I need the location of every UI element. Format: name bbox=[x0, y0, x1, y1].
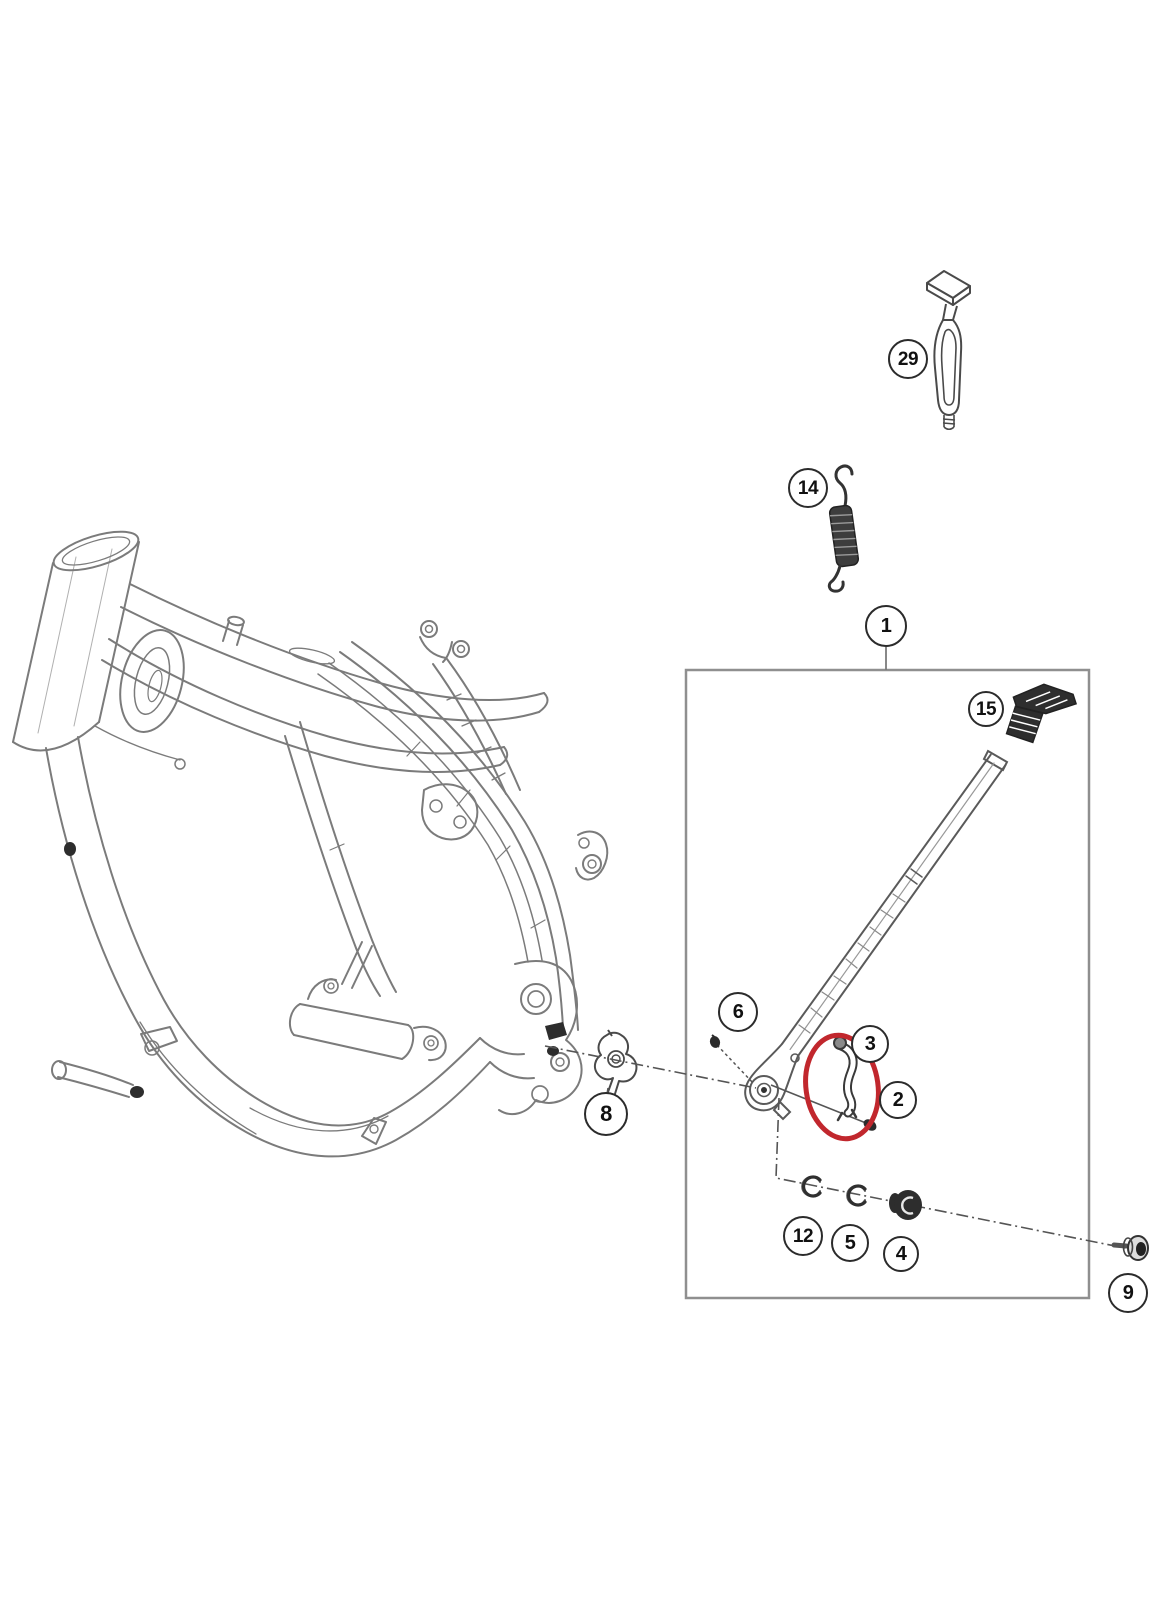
stand-bolt-6 bbox=[709, 1034, 721, 1048]
side-stand-leg bbox=[744, 749, 1009, 1121]
callout-5: 5 bbox=[831, 1224, 869, 1262]
nut-4 bbox=[889, 1190, 922, 1220]
pivot-plates bbox=[479, 960, 583, 1116]
callout-4: 4 bbox=[883, 1236, 919, 1272]
gusset-plate bbox=[119, 629, 185, 733]
highlight-ellipse bbox=[803, 1032, 881, 1142]
spring-hook-part bbox=[833, 1036, 858, 1122]
stand-foot-enlarger bbox=[1005, 683, 1078, 744]
bolt-9 bbox=[1111, 1235, 1149, 1261]
shock-linkage bbox=[288, 941, 447, 1062]
callout-8: 8 bbox=[584, 1092, 628, 1136]
callout-6: 6 bbox=[718, 992, 758, 1032]
callout-12: 12 bbox=[783, 1216, 823, 1256]
callout-1: 1 bbox=[865, 605, 907, 647]
washer-5 bbox=[846, 1184, 867, 1207]
callout-3: 3 bbox=[851, 1025, 889, 1063]
head-tube bbox=[12, 530, 140, 752]
callout-9: 9 bbox=[1108, 1273, 1148, 1313]
callout-29: 29 bbox=[888, 339, 928, 379]
frame-drawing bbox=[12, 530, 609, 1158]
callout-2: 2 bbox=[879, 1081, 917, 1119]
parts-box bbox=[684, 668, 1091, 1300]
side-stand-spring bbox=[827, 464, 860, 593]
frame-bracket-part bbox=[593, 1029, 638, 1099]
side-stand-tool bbox=[926, 270, 971, 431]
callout-15: 15 bbox=[968, 691, 1004, 727]
axis-lines bbox=[544, 647, 1136, 1251]
washer-12 bbox=[801, 1175, 822, 1198]
callout-14: 14 bbox=[788, 468, 828, 508]
